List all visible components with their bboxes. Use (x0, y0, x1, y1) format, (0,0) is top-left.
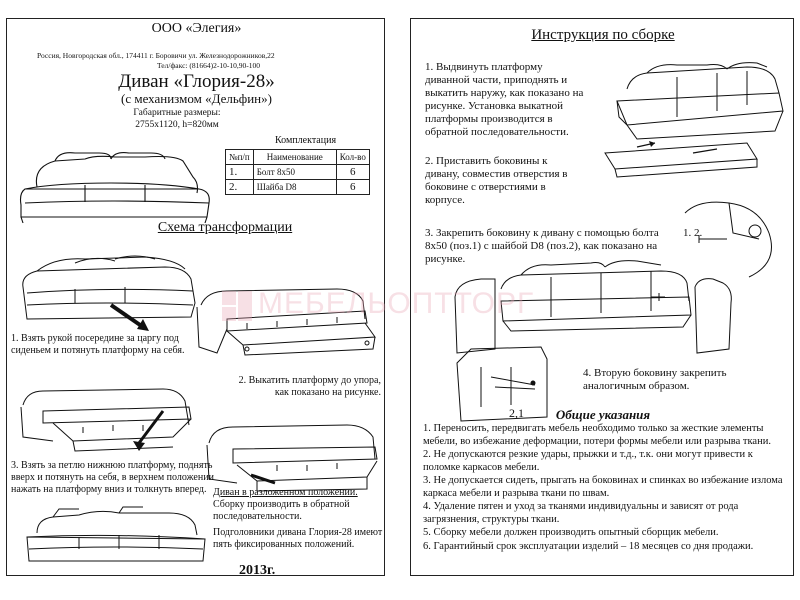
transform-title: Схема трансформации (157, 220, 293, 235)
year: 2013г. (239, 563, 276, 578)
sofa-transform-4-illustration (206, 424, 378, 492)
company-name: ООО «Элегия» (151, 21, 242, 36)
mechanism-label: (с механизмом «Дельфин») (121, 91, 272, 106)
sofa-transform-1-illustration (22, 255, 196, 331)
kit-header: Кол-во (335, 149, 370, 165)
kit-cell: Шайба D8 (252, 179, 337, 195)
assembly-step-4: 4. Вторую боковину закрепить аналогичным… (583, 367, 727, 392)
company-phone: Тел/факс: (81664)2-10-10,90-100 (157, 61, 260, 70)
general-item: 1. Переносить, передвигать мебель необхо… (423, 423, 771, 447)
sofa-unfolded-illustration (26, 506, 206, 562)
general-item: 4. Удаление пятен и уход за тканями инди… (423, 501, 739, 525)
watermark-text: МЕБЕЛЬОПТТОРГ (258, 287, 535, 320)
dims-label: Габаритные размеры: (133, 108, 221, 118)
general-item: 3. Не допускается сидеть, прыгать на бок… (423, 475, 783, 499)
transform-step-3: 3. Взять за петлю нижнюю платформу, подн… (11, 460, 214, 495)
left-page: ООО «Элегия» Россия, Новгородская обл., … (6, 18, 385, 578)
transform-step-1: 1. Взять рукой посередине за царгу под с… (11, 333, 185, 356)
kit-cell: 6 (335, 179, 370, 195)
sofa-front-illustration (19, 152, 210, 224)
transform-step-2: 2. Выкатить платформу до упора, как пока… (238, 375, 381, 398)
kit-cell: 1. (225, 164, 254, 180)
unfolded-text: Сборку производить в обратной последоват… (213, 499, 350, 522)
general-list: 1. Переносить, передвигать мебель необхо… (423, 423, 789, 554)
kit-cell: 2. (225, 179, 254, 195)
side-detail-illustration (456, 346, 548, 422)
callout-label-21: 2,1 (509, 406, 524, 420)
kit-cell: 6 (335, 164, 370, 180)
kit-table: №п/п Наименование Кол-во 1. Болт 8х50 6 … (225, 149, 370, 195)
assembly-step-3: 3. Закрепить боковину к дивану с помощью… (425, 227, 659, 265)
watermark-logo (222, 291, 252, 321)
general-title: Общие указания (555, 407, 651, 422)
headrest-text: Подголовники дивана Глория-28 имеют пять… (213, 527, 383, 550)
assembly-step-1: 1. Выдвинуть платформу диванной части, п… (425, 61, 584, 138)
kit-cell: Болт 8х50 (252, 164, 337, 180)
general-item: 6. Гарантийный срок эксплуатации изделий… (423, 540, 754, 552)
sofa-sides-illustration (454, 260, 732, 354)
general-item: 2. Не допускаются резкие удары, прыжки и… (423, 449, 753, 473)
kit-header: Наименование (252, 149, 337, 165)
sofa-transform-3-illustration (20, 388, 192, 452)
callout-label-12: 1. 2. (683, 227, 703, 239)
general-item: 5. Сборку мебели должен производить опыт… (423, 527, 719, 538)
kit-header-row: №п/п Наименование Кол-во (225, 149, 370, 165)
assembly-step-2: 2. Приставить боковины к дивану, совмест… (425, 155, 568, 206)
kit-row: 2. Шайба D8 6 (225, 179, 370, 195)
kit-row: 1. Болт 8х50 6 (225, 164, 370, 180)
right-page: Инструкция по сборке 1. Выдвинуть платфо… (410, 18, 794, 576)
kit-title: Комплектация (275, 135, 337, 146)
company-address: Россия, Новгородская обл., 174411 г. Бор… (37, 51, 275, 60)
assembly-title: Инструкция по сборке (531, 27, 675, 43)
bolt-callout-illustration (684, 201, 772, 278)
kit-header: №п/п (225, 149, 254, 165)
watermark: МЕБЕЛЬОПТТОРГ (222, 283, 582, 327)
dims-value: 2755х1120, h=820мм (135, 120, 219, 130)
sofa-transform-2-illustration (196, 288, 376, 356)
sofa-platform-illustration (604, 62, 784, 178)
product-title: Диван «Глория-28» (118, 71, 275, 92)
unfolded-title: Диван в разложенном положении. (213, 487, 358, 498)
